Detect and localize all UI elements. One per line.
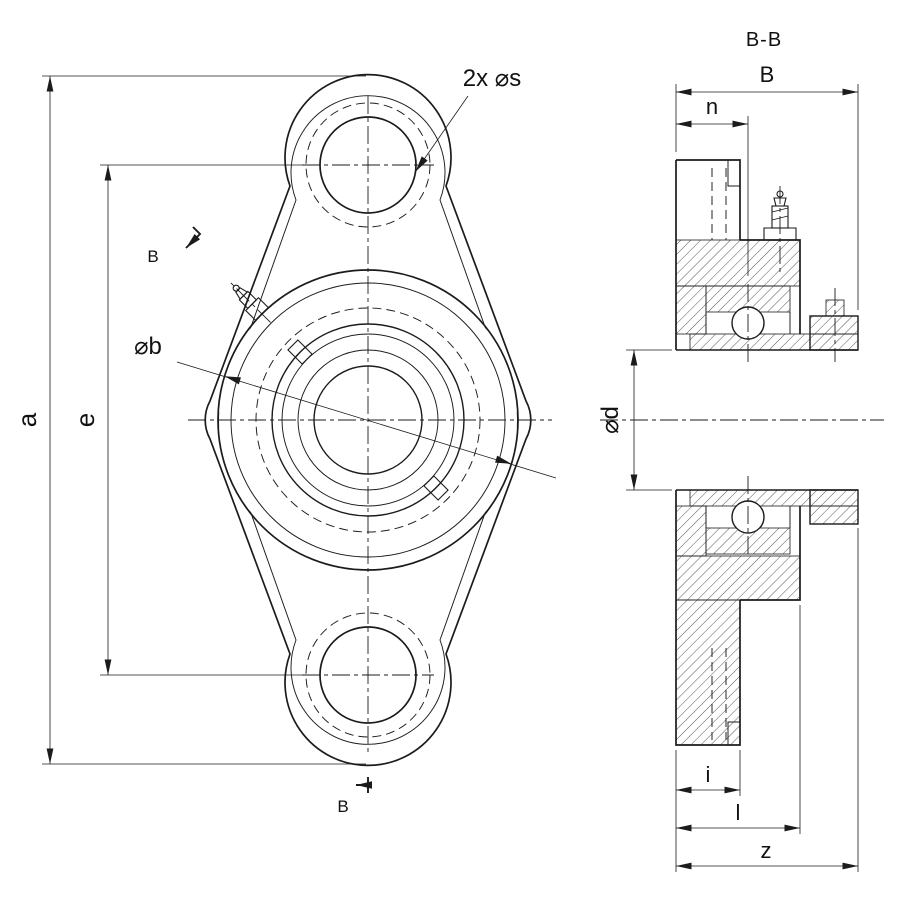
front-view: a e ⌀b 2x ⌀s B B [12, 65, 557, 816]
plate-outline [675, 159, 741, 746]
dimension-d-diameter: ⌀d [597, 349, 672, 491]
label-diameter-d: ⌀d [597, 406, 624, 434]
hatch-upper-housing [675, 239, 801, 287]
set-screw-body [423, 475, 449, 501]
grease-fitting-ball [232, 284, 240, 292]
hatch-upper-seat [675, 285, 707, 335]
bore-lines [676, 349, 858, 491]
dimension-b-line [176, 361, 557, 479]
set-screw-upper [287, 339, 313, 365]
section-mark-top-arrow [186, 233, 201, 248]
front-centerlines [188, 96, 552, 756]
dimension-b-arrow-right [495, 455, 512, 464]
dimension-z: z [676, 528, 859, 872]
label-section-b-top: B [147, 247, 158, 266]
label-section-b-bottom: B [337, 797, 348, 816]
hidden-bolt-holes [711, 168, 727, 740]
section-mark-bottom-arrow [356, 781, 372, 789]
label-n: n [706, 94, 718, 119]
section-centerlines [600, 186, 884, 558]
section-mark-bottom: B [337, 777, 372, 816]
grease-fitting-front [229, 281, 271, 323]
label-l: l [736, 800, 741, 825]
flange-inner-outline [218, 95, 518, 745]
dimension-a: a [12, 75, 366, 765]
boss-outline [740, 239, 801, 601]
hatch-bottom-flange [675, 599, 741, 746]
collar-top-cut [809, 315, 859, 335]
label-e: e [70, 413, 100, 427]
grease-fitting-axis [229, 281, 271, 323]
section-view-b-b: B-B [597, 29, 884, 872]
dimension-l: l [676, 605, 801, 834]
dimension-e-extension-lines [100, 164, 316, 676]
collar-bottom-cut [809, 505, 859, 525]
set-screw-body [287, 339, 313, 365]
dimension-B: B [675, 62, 859, 310]
dimension-n: n [676, 94, 749, 276]
dimension-b-diameter: ⌀b [134, 333, 557, 479]
label-2x-s: 2x ⌀s [463, 65, 521, 92]
grease-tip [773, 197, 787, 207]
leader-bolt-holes: 2x ⌀s [415, 65, 521, 172]
label-diameter-b: ⌀b [134, 333, 162, 360]
section-title: B-B [746, 29, 782, 51]
set-screw-lower [423, 475, 449, 501]
flange-outer-outline [204, 73, 532, 767]
label-z: z [761, 838, 772, 863]
dimension-a-extension-lines [42, 75, 366, 765]
dimension-i-extension-lines [675, 750, 741, 872]
dimension-e: e [70, 164, 316, 676]
inner-ring-bottom [689, 489, 859, 507]
grease-fitting-tip [235, 287, 249, 301]
dimension-b-arrow-left [224, 376, 241, 385]
label-i: i [706, 762, 711, 787]
label-B: B [760, 62, 775, 87]
plate-steps [727, 160, 740, 745]
seat-faces [705, 312, 791, 528]
hatch-lower-seat [675, 505, 707, 557]
leader-arrow [415, 156, 428, 172]
section-mark-top: B [147, 226, 202, 266]
hatch-lower-housing [675, 555, 801, 601]
inner-ring-top [689, 333, 859, 351]
dimension-i: i [675, 750, 741, 872]
label-a: a [12, 412, 42, 427]
